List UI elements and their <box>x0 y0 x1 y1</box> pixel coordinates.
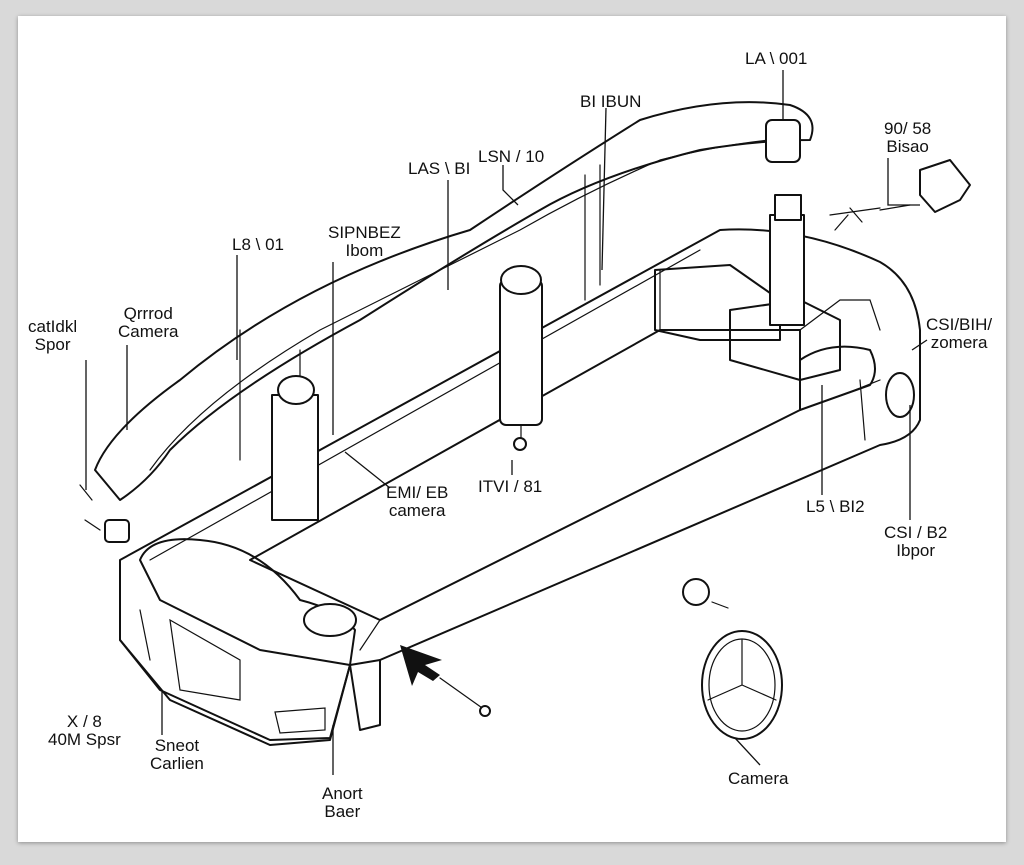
knob-screw <box>711 601 729 609</box>
drawing-sheet <box>18 16 1006 842</box>
label-lsn-10: LSN / 10 <box>478 147 545 166</box>
post-left <box>271 394 319 521</box>
label-camera: Camera <box>728 769 789 788</box>
tray-front-detail <box>139 379 881 734</box>
post-right <box>769 214 805 326</box>
tray-front-face <box>119 639 381 741</box>
post-center <box>499 279 543 426</box>
left-clips <box>79 484 101 531</box>
tray-inner-wall <box>149 249 881 651</box>
label-la-001: LA \ 001 <box>745 49 808 68</box>
emblem-star <box>707 639 777 701</box>
post-left-cap <box>277 375 315 405</box>
label-csi-bih-zomera: CSI/BIH/zomera <box>926 315 993 352</box>
post-right-cap <box>774 194 802 221</box>
post-center-cap <box>500 265 542 295</box>
label-las-bi: LAS \ BI <box>408 159 471 178</box>
front-socket <box>303 603 357 637</box>
handle-inner <box>149 139 771 471</box>
knob-part <box>682 578 710 606</box>
left-fitting <box>104 519 130 543</box>
post-center-foot <box>513 437 527 451</box>
label-l8-01: L8 \ 01 <box>232 235 284 254</box>
emblem-inner <box>708 638 776 732</box>
front-bay <box>139 538 356 666</box>
bolt-part <box>439 677 486 711</box>
label-itvi-81: ITVI / 81 <box>478 477 543 496</box>
screw-set <box>829 204 911 231</box>
top-clamp <box>765 119 801 163</box>
pointer-arrow <box>400 645 442 686</box>
label-l5-bi2: L5 \ BI2 <box>806 497 865 516</box>
right-bay <box>799 345 876 411</box>
right-port <box>885 372 915 418</box>
leader-lines <box>85 70 928 775</box>
bolt-head <box>479 705 491 717</box>
bracket-part <box>919 159 971 213</box>
label-bi-ibun: BI IBUN <box>580 92 642 111</box>
rear-box-left <box>654 264 781 341</box>
handle-outer <box>94 101 814 501</box>
